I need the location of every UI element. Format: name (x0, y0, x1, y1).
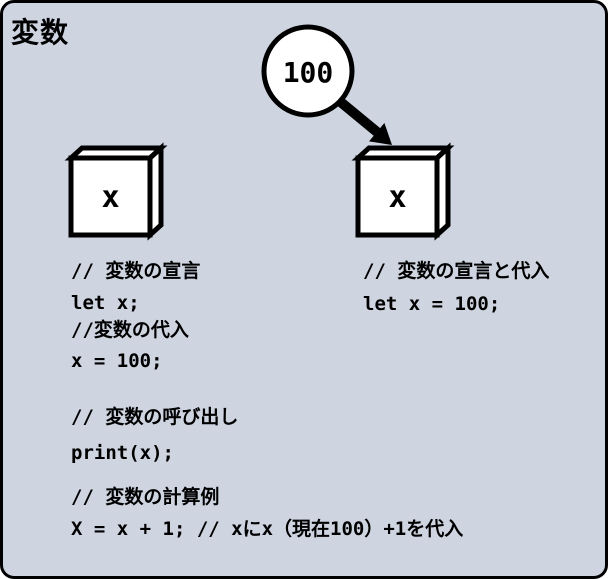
code-call: print(x); (71, 442, 174, 464)
variable-box-left: x (64, 142, 168, 241)
comment-calc: // 変数の計算例 (71, 486, 220, 508)
page-title: 変数 (11, 16, 70, 49)
value-circle (261, 24, 355, 118)
assignment-arrow-icon (333, 95, 392, 145)
variable-box-right: x (351, 142, 455, 241)
comment-declaration: // 変数の宣言 (71, 260, 201, 282)
left-box-label: x (101, 180, 119, 215)
variable-diagram: 100 x x (64, 24, 455, 241)
right-box-label: x (388, 180, 406, 215)
code-declaration: let x; (71, 292, 140, 314)
code-calc: X = x + 1; // xにx（現在100）+1を代入 (71, 518, 464, 540)
code-declare-assign: let x = 100; (363, 293, 501, 315)
value-circle-label: 100 (283, 56, 334, 89)
box-front-face (355, 155, 440, 238)
comment-call: // 変数の呼び出し (71, 406, 239, 428)
comment-declare-assign: // 変数の宣言と代入 (363, 260, 550, 282)
comment-assignment: //変数の代入 (71, 319, 189, 341)
code-assignment: x = 100; (71, 350, 163, 372)
box-front-face (68, 155, 153, 238)
